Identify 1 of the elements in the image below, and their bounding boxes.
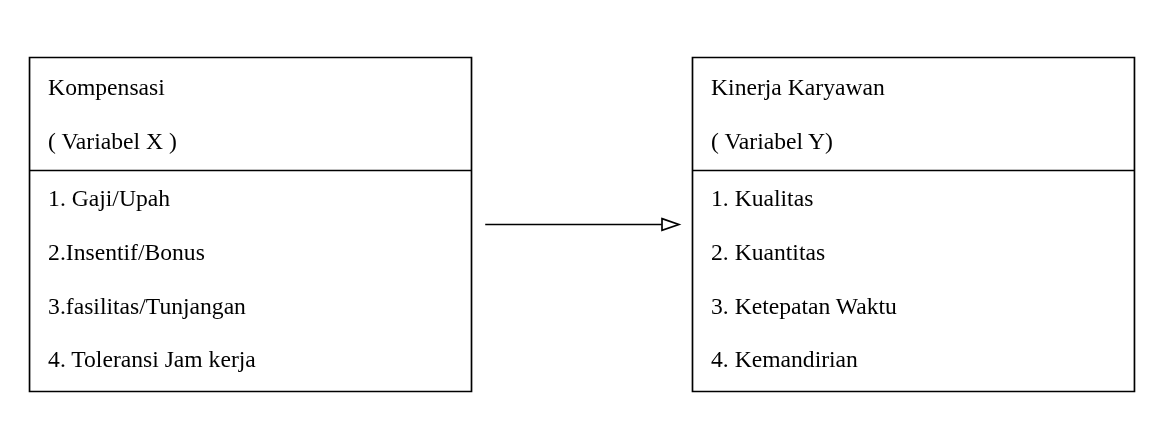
arrow xyxy=(484,216,682,232)
